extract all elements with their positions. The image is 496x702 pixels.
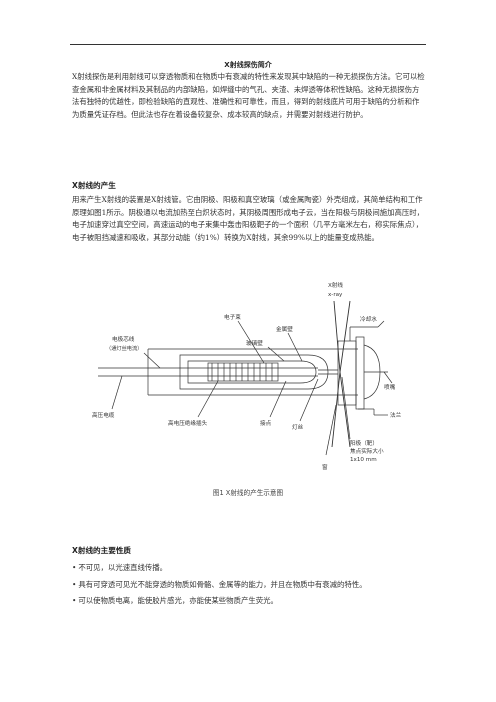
label-window: 窗 <box>322 463 328 471</box>
generation-paragraph: 用来产生X射线的装置是X射线管。它由阴极、阳极和真空玻璃（或金属陶瓷）外壳组成，… <box>72 195 425 242</box>
section-heading-properties: X射线的主要性质 <box>72 546 132 555</box>
label-filament-1: 电极芯线 <box>112 335 135 343</box>
label-electron-beam: 电子束 <box>224 313 241 321</box>
label-anode-2: 焦点实际大小 <box>350 447 384 455</box>
label-filament: 灯丝 <box>292 423 304 431</box>
label-nozzle: 喷嘴 <box>384 383 396 391</box>
label-filament-2: （通灯丝电流） <box>106 344 142 352</box>
label-anode-3: 1x10 mm <box>350 457 377 463</box>
label-hv-cable: 高压电缆 <box>92 411 115 419</box>
label-cooling-water: 冷却水 <box>360 315 377 323</box>
list-item: 具有可穿透可见光不能穿透的物质如骨骼、金属等的能力，并且在物质中有衰减的特性。 <box>72 577 432 594</box>
document-title: X射线探伤简介 <box>224 61 272 69</box>
label-flange: 法兰 <box>390 411 402 419</box>
xray-tube-diagram: X射线 x-ray 电子束 金属壁 冷却水 电极芯线 （通灯丝电流） 玻璃壁 喷… <box>92 281 402 471</box>
label-metal-wall: 金属壁 <box>276 325 293 333</box>
label-glass-wall: 玻璃壁 <box>246 339 263 347</box>
intro-paragraph: X射线探伤是利用射线可以穿透物质和在物质中有衰减的特性来发现其中缺陷的一种无损探… <box>72 72 425 119</box>
list-item: 可以使物质电离，能使胶片感光，亦能使某些物质产生荧光。 <box>72 593 432 610</box>
label-xray-cn: X射线 <box>328 281 343 289</box>
list-item: 不可见，以光速直线传播。 <box>72 560 432 577</box>
header-rule <box>70 44 426 45</box>
label-anode-1: 阳极（靶） <box>350 439 378 447</box>
label-contact: 接点 <box>260 419 272 427</box>
properties-list: 不可见，以光速直线传播。 具有可穿透可见光不能穿透的物质如骨骼、金属等的能力，并… <box>72 560 432 610</box>
label-xray-en: x-ray <box>328 292 343 298</box>
label-hv-plug: 高电压绝缘插头 <box>168 419 208 427</box>
figure-caption: 图1 X射线的产生示意图 <box>212 489 284 497</box>
section-heading-generation: X射线的产生 <box>72 181 116 190</box>
